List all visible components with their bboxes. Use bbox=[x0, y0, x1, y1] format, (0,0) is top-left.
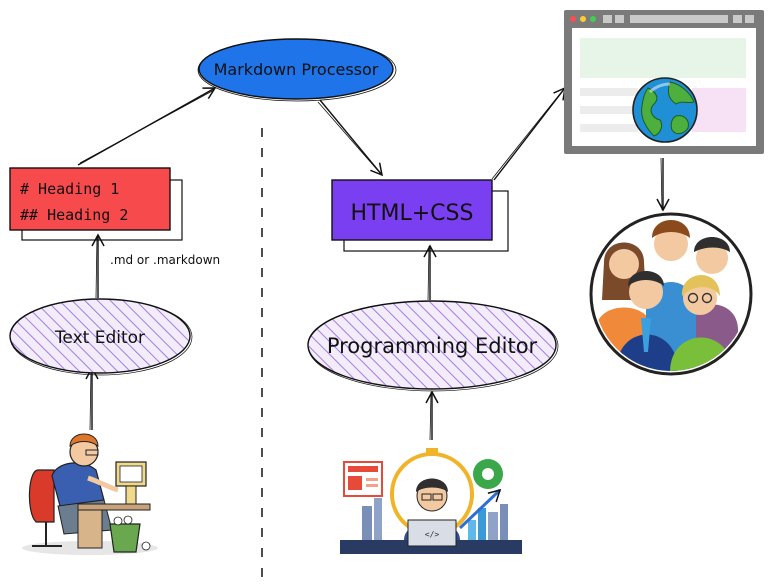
markdown-line-2: ## Heading 2 bbox=[20, 206, 128, 224]
markdown-processor-node: Markdown Processor bbox=[197, 38, 397, 102]
edges bbox=[77, 86, 670, 441]
markdown-file-node: # Heading 1 ## Heading 2 bbox=[9, 167, 183, 241]
programming-editor-label: Programming Editor bbox=[327, 334, 538, 358]
people-group-illustration bbox=[589, 212, 753, 376]
edge-processor-to-html bbox=[319, 99, 383, 177]
text-editor-node: Text Editor bbox=[9, 298, 193, 376]
text-editor-label: Text Editor bbox=[54, 328, 145, 348]
markdown-processor-label: Markdown Processor bbox=[214, 60, 379, 79]
writer-at-desk-illustration bbox=[22, 433, 158, 555]
markdown-line-1: # Heading 1 bbox=[20, 180, 119, 198]
html-css-node: HTML+CSS bbox=[331, 179, 509, 252]
developer-illustration: </> bbox=[340, 448, 522, 554]
svg-text:</>: </> bbox=[425, 530, 440, 539]
file-extension-note: .md or .markdown bbox=[110, 253, 220, 267]
edge-html-to-browser bbox=[493, 86, 566, 181]
globe-icon bbox=[632, 77, 698, 143]
html-css-label: HTML+CSS bbox=[351, 201, 474, 226]
programming-editor-node: Programming Editor bbox=[307, 300, 559, 392]
